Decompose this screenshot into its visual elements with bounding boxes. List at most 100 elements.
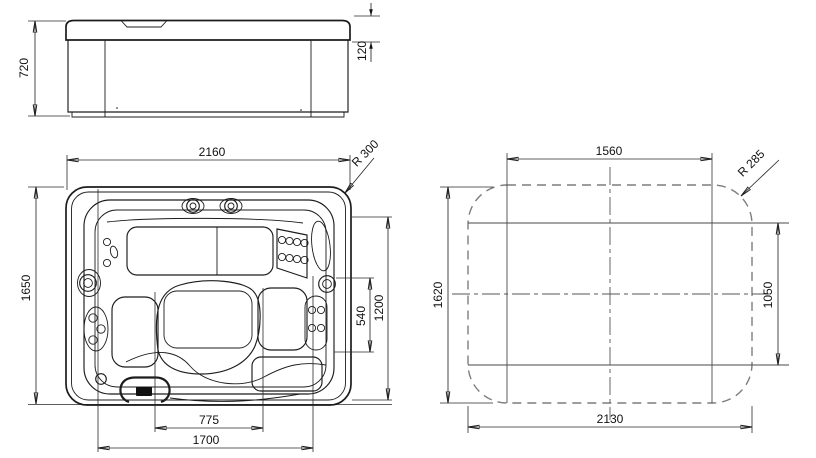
filter-outline — [119, 376, 171, 404]
plan-view: 2160 1650 — [19, 137, 392, 452]
jet-nozzle — [285, 236, 294, 246]
dim-base-left: 1620 — [431, 186, 493, 404]
filter-housing — [119, 376, 171, 404]
dim-label-height: 720 — [17, 58, 31, 78]
right-seat — [257, 287, 308, 351]
jet-nozzle — [277, 235, 287, 245]
headrest-pad — [181, 198, 205, 214]
headrest-pad — [219, 198, 243, 214]
base-footprint-view: 1560 1620 1050 2130 R 285 — [431, 144, 789, 433]
dim-base-bottom: 2130 — [467, 406, 753, 433]
dim-label-1050: 1050 — [761, 281, 775, 308]
dim-right-outer: 1200 — [372, 217, 388, 400]
floor-edge — [169, 393, 301, 402]
dim-label-rim: 120 — [355, 41, 369, 61]
shell-contour — [83, 199, 335, 395]
dim-label-2130: 2130 — [597, 412, 624, 426]
radius-leader — [741, 159, 780, 196]
radius-callout-plan: R 300 — [345, 137, 382, 193]
cabinet-edge — [65, 186, 352, 406]
radius-label-base: R 285 — [735, 147, 768, 180]
dim-overall-height: 720 — [17, 20, 70, 117]
dim-right-inner: 540 — [354, 278, 370, 352]
jet-pod — [304, 295, 328, 351]
dim-base-right: 1050 — [761, 223, 778, 365]
jet-nozzle — [300, 255, 309, 265]
jet-nozzle — [88, 335, 98, 345]
left-seat — [111, 296, 159, 368]
side-jet-outer — [79, 274, 97, 292]
dim-bottom-outer: 1700 — [98, 433, 313, 448]
arrowhead — [369, 42, 373, 49]
rim-outer-lip — [71, 191, 346, 401]
left-side-features — [77, 237, 159, 385]
jet-nozzle — [285, 253, 294, 263]
jet-nozzle — [292, 254, 302, 264]
radius-leader — [345, 157, 375, 193]
lounger — [125, 280, 327, 402]
dim-overall-width: 2160 — [66, 145, 351, 190]
tub-side-outline — [65, 19, 351, 118]
radius-label-plan: R 300 — [349, 137, 382, 170]
lounger-cushion — [163, 290, 253, 349]
jet-nozzle — [307, 323, 317, 333]
right-side-features — [251, 220, 336, 392]
dim-base-top: 1560 — [507, 144, 712, 159]
side-jet-outer — [318, 275, 336, 293]
jet-panel-top-right — [276, 228, 309, 279]
dim-label-1560: 1560 — [596, 144, 623, 158]
rim-band — [65, 19, 351, 41]
fitting-inner — [227, 202, 235, 210]
backrest-band — [106, 217, 304, 224]
fitting-inner — [189, 202, 197, 210]
tub-plan-shell — [65, 186, 352, 406]
jet-nozzle — [96, 324, 106, 334]
dim-bottom-inner: 775 — [155, 413, 263, 428]
side-jet-pod — [77, 269, 101, 297]
drain-fitting — [95, 373, 107, 385]
side-jet-inner — [322, 279, 332, 289]
jet-nozzle — [88, 313, 98, 323]
jet-nozzle — [316, 323, 326, 333]
base-skirt — [71, 112, 345, 118]
fastener-dot — [116, 107, 118, 109]
arrowhead — [369, 9, 373, 16]
filter-grate — [136, 387, 152, 396]
dim-rim-height: 120 — [352, 3, 380, 62]
jet-nozzle — [307, 305, 317, 315]
fitting-outer — [224, 199, 238, 213]
jet-slot — [109, 245, 119, 259]
dim-label-1700: 1700 — [193, 433, 220, 447]
fastener-dot — [300, 109, 302, 111]
bottom-right-bench — [251, 356, 323, 392]
jet-nozzle — [292, 237, 302, 247]
dim-label-775: 775 — [199, 413, 219, 427]
jet-pod — [83, 306, 109, 352]
water-edge-contour — [94, 209, 327, 388]
jet-nozzle — [102, 258, 112, 268]
fitting-outer — [186, 199, 200, 213]
dim-label-width: 2160 — [199, 145, 226, 159]
corner-seat-pod — [311, 220, 331, 272]
lounger-outline — [155, 280, 261, 375]
side-elevation-view: 720 120 — [17, 3, 380, 118]
cabinet-body — [67, 40, 349, 113]
jet-panel-plate — [276, 228, 308, 279]
top-bench-seat — [126, 226, 274, 276]
bench-cushion — [126, 226, 274, 276]
dim-label-1200: 1200 — [372, 294, 386, 321]
jet-nozzle — [277, 252, 287, 262]
side-jet-inner — [83, 278, 93, 288]
radius-callout-base: R 285 — [735, 147, 780, 196]
dim-overall-depth: 1650 — [19, 186, 392, 405]
dim-label-540: 540 — [354, 306, 368, 326]
dim-label-depth: 1650 — [19, 274, 33, 301]
control-panel-recess — [120, 20, 168, 28]
footwell-sweep — [125, 352, 327, 385]
jet-nozzle — [300, 238, 309, 248]
plan-extension-lines — [97, 189, 392, 452]
jet-nozzle — [316, 305, 326, 315]
jet-nozzle — [102, 237, 112, 247]
